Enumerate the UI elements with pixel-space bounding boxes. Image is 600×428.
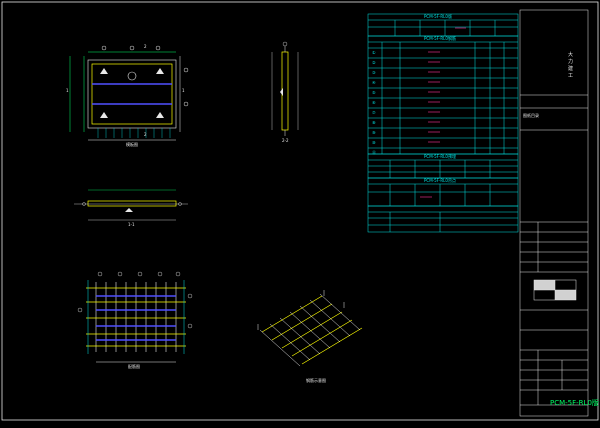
company-name: 大力建工 (568, 52, 574, 79)
section-mark: 2 (144, 44, 147, 49)
section-mark: 2 (144, 132, 147, 137)
long-section-view (74, 189, 188, 221)
section-mark: 1 (182, 88, 185, 93)
rebar-plan-view (77, 271, 193, 363)
embed-table (367, 153, 519, 179)
axonometric-view (257, 290, 363, 367)
title-block-shade (534, 280, 555, 290)
lifting-table-title: PCM-5F-RL0吊点 (424, 178, 456, 183)
summary-table-title: PCM-5F-RL0版 (424, 14, 452, 19)
axon-caption: 钢筋示意图 (306, 378, 326, 383)
rebar-id: ⑩ (372, 140, 376, 145)
rebar-id: ⑨ (372, 130, 376, 135)
title-block-row-label: 图纸目录 (523, 113, 539, 118)
rebar-table (367, 35, 519, 155)
plan-view-caption: 模板图 (126, 142, 138, 147)
notes-table (367, 205, 519, 233)
rebar-id: ① (372, 50, 376, 55)
sheet-code: PCM-5F-RL0版 (550, 399, 599, 407)
side-section-caption: 2-2 (282, 138, 289, 143)
rebar-table-title: PCM-5F-RL0钢筋 (424, 36, 456, 41)
title-block (519, 9, 589, 417)
embed-table-title: PCM-5F-RL0预埋 (424, 154, 456, 159)
sheet-frame (1, 1, 599, 421)
rebar-id: ⑤ (372, 90, 376, 95)
rebar-id: ⑦ (372, 110, 376, 115)
rebar-id: ④ (372, 80, 376, 85)
rebar-id: ⑧ (372, 120, 376, 125)
rebar-id: ② (372, 60, 376, 65)
title-block-shade (555, 290, 576, 300)
table-magenta-marks (420, 27, 466, 198)
section-mark: 1 (66, 88, 69, 93)
rebar-plan-caption: 配筋图 (128, 364, 140, 369)
side-section-view (271, 41, 299, 136)
rebar-id: ⑪ (372, 150, 376, 155)
plan-view (69, 45, 189, 141)
long-section-caption: 1-1 (128, 222, 135, 227)
rebar-id: ③ (372, 70, 376, 75)
rebar-id: ⑥ (372, 100, 376, 105)
